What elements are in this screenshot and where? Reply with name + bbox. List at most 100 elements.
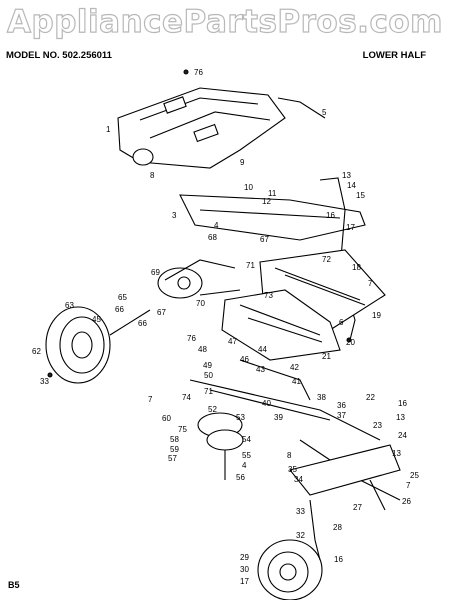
callout: 7	[148, 395, 153, 404]
callout: 43	[256, 365, 265, 374]
callout: 6	[339, 318, 344, 327]
callout: 66	[115, 305, 124, 314]
callout: 38	[317, 393, 326, 402]
callout: 47	[228, 337, 237, 346]
callout: 34	[294, 475, 303, 484]
callout: 49	[203, 361, 212, 370]
bolt-icon	[183, 69, 189, 75]
callout: 20	[346, 338, 355, 347]
callout: 73	[264, 291, 273, 300]
mower-deck	[221, 249, 386, 361]
callout: 50	[204, 371, 213, 380]
callout: 17	[240, 577, 249, 586]
callout: 62	[32, 347, 41, 356]
callout: 67	[260, 235, 269, 244]
callout: 36	[337, 401, 346, 410]
front-wheel	[257, 539, 323, 600]
callout: 41	[292, 377, 301, 386]
callout: 16	[398, 399, 407, 408]
callout: 44	[258, 345, 267, 354]
section-title: LOWER HALF	[362, 50, 426, 61]
callout: 27	[353, 503, 362, 512]
callout: 5	[322, 108, 327, 117]
callout: 55	[242, 451, 251, 460]
callout: 39	[274, 413, 283, 422]
callout: 4	[214, 221, 219, 230]
callout: 8	[150, 171, 155, 180]
callout: 30	[240, 565, 249, 574]
callout: 13	[392, 449, 401, 458]
callout-labels: 76 1 5 9 8 10 11 12 13 14 15 3 16 17 68 …	[32, 68, 419, 586]
callout: 1	[106, 125, 111, 134]
callout: 14	[347, 181, 356, 190]
callout: 26	[402, 497, 411, 506]
callout: 23	[373, 421, 382, 430]
callout: 57	[168, 454, 177, 463]
chassis-rail	[179, 194, 366, 241]
callout: 68	[208, 233, 217, 242]
bracket-arm	[319, 177, 356, 341]
bolt-icon	[47, 372, 53, 378]
callout: 60	[162, 414, 171, 423]
callout: 67	[157, 308, 166, 317]
callout: 71	[204, 387, 213, 396]
callout: 42	[290, 363, 299, 372]
callout: 74	[182, 393, 191, 402]
callout: 18	[352, 263, 361, 272]
callout: 40	[262, 399, 271, 408]
callout: 25	[410, 471, 419, 480]
callout: 7	[368, 279, 373, 288]
callout: 71	[246, 261, 255, 270]
callout: 32	[296, 531, 305, 540]
callout: 21	[322, 352, 331, 361]
callout: 76	[194, 68, 203, 77]
front-axle	[289, 444, 401, 561]
bolt-icon	[346, 337, 352, 343]
transmission	[157, 259, 241, 299]
callout: 9	[240, 158, 245, 167]
callout: 10	[244, 183, 253, 192]
linkage-rods	[189, 359, 401, 501]
callout: 16	[334, 555, 343, 564]
callout: 53	[236, 413, 245, 422]
callout: 66	[138, 319, 147, 328]
callout: 22	[366, 393, 375, 402]
callout: 35	[288, 465, 297, 474]
watermark: AppliancePartsPros.com	[6, 3, 443, 40]
callout: 46	[240, 355, 249, 364]
callout: 52	[208, 405, 217, 414]
callout: 33	[40, 377, 49, 386]
callout: 65	[118, 293, 127, 302]
callout: 75	[178, 425, 187, 434]
callout: 33	[296, 507, 305, 516]
rear-wheel	[45, 306, 151, 384]
page-number: B5	[8, 580, 20, 590]
callout: 13	[396, 413, 405, 422]
model-number: MODEL NO. 502.256011	[6, 50, 112, 61]
callout: 37	[337, 411, 346, 420]
callout: 59	[170, 445, 179, 454]
callout: 63	[65, 301, 74, 310]
callout: 13	[342, 171, 351, 180]
frame-plate	[117, 87, 286, 169]
callout: 16	[326, 211, 335, 220]
callout: 54	[242, 435, 251, 444]
callout: 56	[236, 473, 245, 482]
steering-shaft	[277, 97, 326, 119]
callout: 29	[240, 553, 249, 562]
callout: 72	[322, 255, 331, 264]
callout: 7	[406, 481, 411, 490]
callout: 76	[187, 334, 196, 343]
callout: 3	[172, 211, 177, 220]
callout: 24	[398, 431, 407, 440]
callout: 15	[356, 191, 365, 200]
callout: 70	[196, 299, 205, 308]
callout: 48	[198, 345, 207, 354]
callout: 28	[333, 523, 342, 532]
callout: 45	[92, 315, 101, 324]
callout: 69	[151, 268, 160, 277]
callout: 8	[287, 451, 292, 460]
pulley-cluster	[197, 412, 244, 480]
callout: 12	[262, 197, 271, 206]
